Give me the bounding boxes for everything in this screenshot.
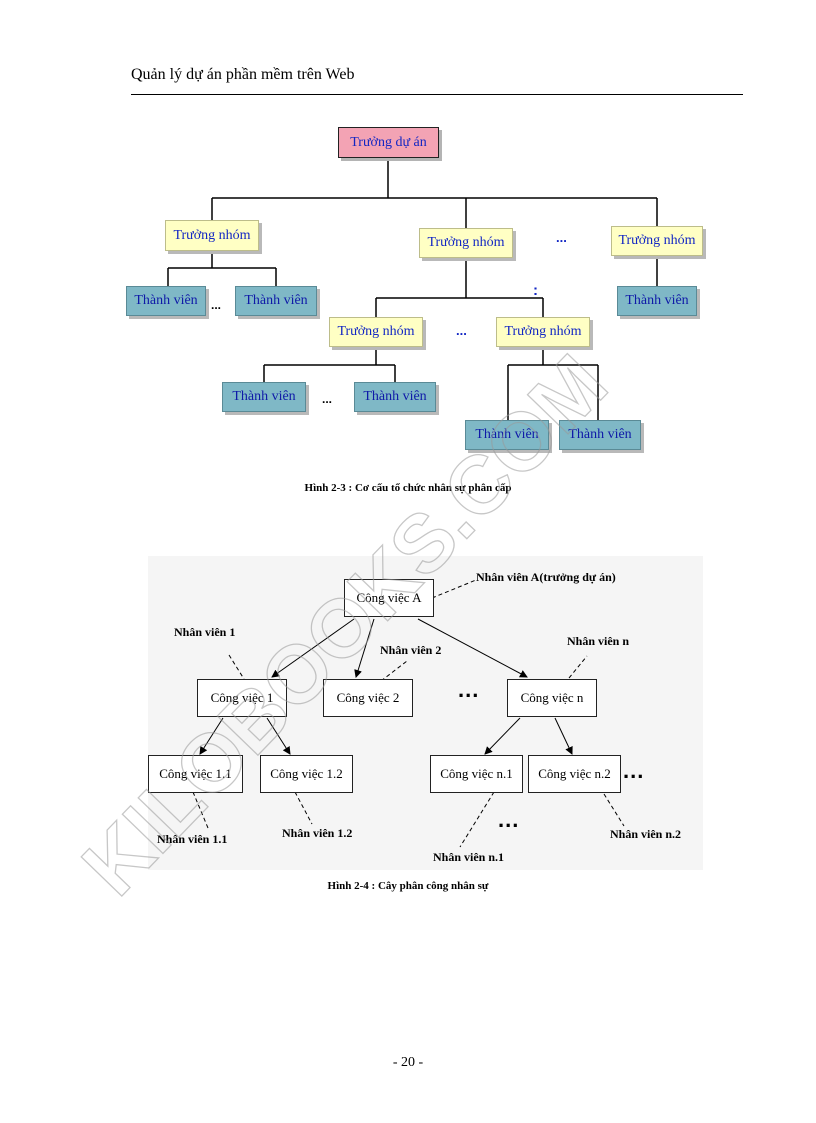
figure-caption-2-3: Hình 2-3 : Cơ cấu tổ chức nhân sự phân c… xyxy=(304,482,512,494)
watermark-text: KILOBOOKS.COM xyxy=(65,338,624,912)
staff-1-label: Nhân viên 1 xyxy=(174,625,236,639)
task-ellipsis-3: ... xyxy=(498,807,520,832)
ellipsis-2: ... xyxy=(556,230,567,245)
member-box-5: Thành viên xyxy=(354,382,436,412)
task-ellipsis-1: ... xyxy=(458,677,480,702)
header-title: Quản lý dự án phần mềm trên Web xyxy=(131,66,355,83)
member-box-3: Thành viên xyxy=(617,286,697,316)
staff-1-1-label: Nhân viên 1.1 xyxy=(157,832,228,846)
staff-2-label: Nhân viên 2 xyxy=(380,643,442,657)
task-1-2-box: Công việc 1.2 xyxy=(260,755,353,793)
staff-n-1-label: Nhân viên n.1 xyxy=(433,850,505,864)
staff-n-2-label: Nhân viên n.2 xyxy=(610,827,682,841)
page-header: Quản lý dự án phần mềm trên Web xyxy=(131,64,743,95)
ellipsis-3: ... xyxy=(456,323,467,338)
task-a-box: Công việc A xyxy=(344,579,434,617)
staff-1-2-label: Nhân viên 1.2 xyxy=(282,826,353,840)
member-box-1: Thành viên xyxy=(126,286,206,316)
ellipsis-4: ... xyxy=(322,392,333,406)
task-2-box: Công việc 2 xyxy=(323,679,413,717)
staff-a-label: Nhân viên A(trưởng dự án) xyxy=(476,570,616,584)
member-box-2: Thành viên xyxy=(235,286,317,316)
vertical-ellipsis: : xyxy=(533,282,538,299)
task-n-box: Công việc n xyxy=(507,679,597,717)
ellipsis-1: ... xyxy=(211,298,222,312)
task-ellipsis-2: ... xyxy=(623,758,645,783)
task-n-1-box: Công việc n.1 xyxy=(430,755,523,793)
staff-n-label: Nhân viên n xyxy=(567,634,630,648)
member-box-4: Thành viên xyxy=(222,382,306,412)
project-lead-box: Trưởng dự án xyxy=(338,127,439,158)
member-box-6: Thành viên xyxy=(465,420,549,450)
group-lead-box-5: Trưởng nhóm xyxy=(496,317,590,347)
group-lead-box-2: Trưởng nhóm xyxy=(419,228,513,258)
task-1-box: Công việc 1 xyxy=(197,679,287,717)
task-n-2-box: Công việc n.2 xyxy=(528,755,621,793)
member-box-7: Thành viên xyxy=(559,420,641,450)
group-lead-box-4: Trưởng nhóm xyxy=(329,317,423,347)
page-number: - 20 - xyxy=(392,1055,424,1070)
group-lead-box-3: Trưởng nhóm xyxy=(611,226,703,256)
group-lead-box-1: Trưởng nhóm xyxy=(165,220,259,251)
task-1-1-box: Công việc 1.1 xyxy=(148,755,243,793)
figure-caption-2-4: Hình 2-4 : Cây phân công nhân sự xyxy=(327,880,489,892)
